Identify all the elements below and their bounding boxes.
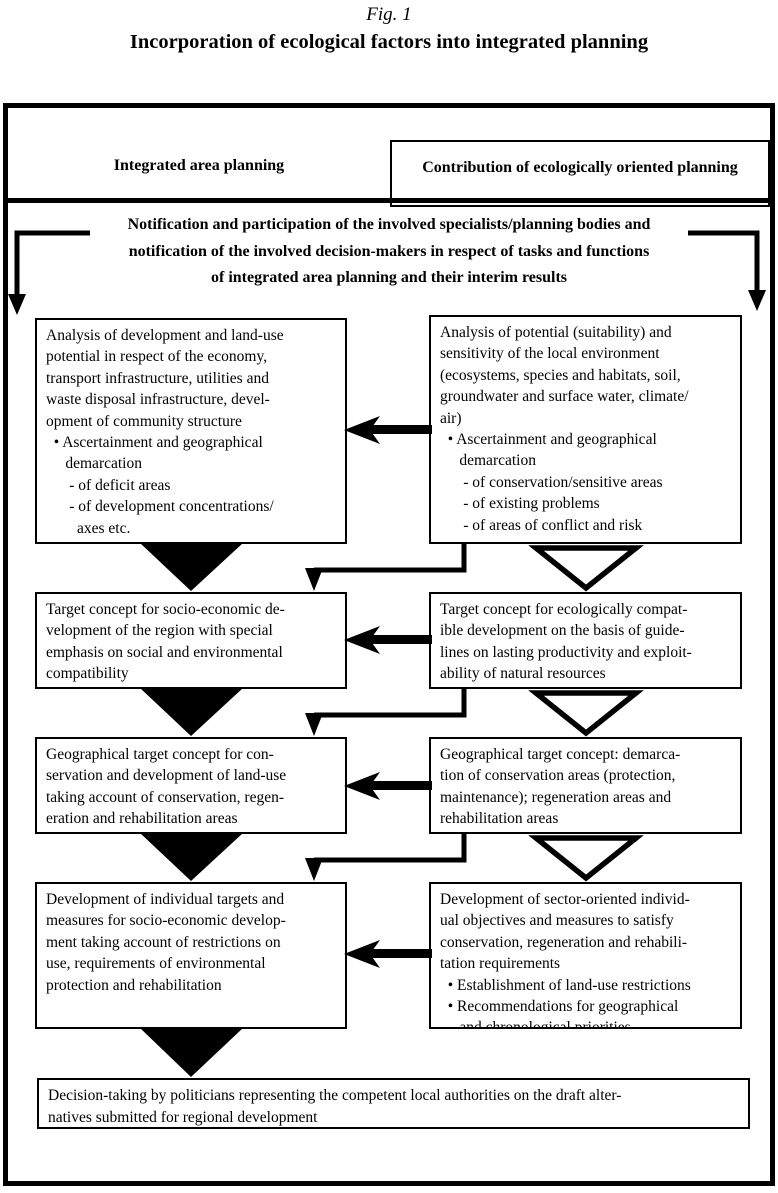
box-individual-targets-measures: Development of individual targets and me… (35, 882, 347, 1029)
box-target-concept-ecological: Target concept for ecologically compat- … (429, 592, 742, 689)
column-header-integrated-planning: Integrated area planning (113, 157, 285, 174)
box-analysis-environment-potential: Analysis of potential (suitability) and … (429, 315, 742, 544)
header-body-divider (3, 198, 775, 203)
box-decision-taking: Decision-taking by politicians represent… (37, 1078, 750, 1129)
box-target-concept-socioeconomic: Target concept for socio-economic de- ve… (35, 592, 347, 689)
figure-number-label: Fig. 1 (366, 4, 412, 25)
column-header-ecological-planning: Contribution of ecologically oriented pl… (390, 140, 770, 207)
box-sector-oriented-objectives: Development of sector-oriented individ- … (429, 882, 742, 1029)
box-analysis-development-potential: Analysis of development and land-use pot… (35, 318, 347, 544)
box-geographical-target-concept-demarcation: Geographical target concept: demarca- ti… (429, 737, 742, 834)
figure-title: Incorporation of ecological factors into… (129, 31, 649, 53)
box-geographical-target-concept-landuse: Geographical target concept for con- ser… (35, 737, 347, 834)
notification-statement: Notification and participation of the in… (127, 216, 651, 286)
